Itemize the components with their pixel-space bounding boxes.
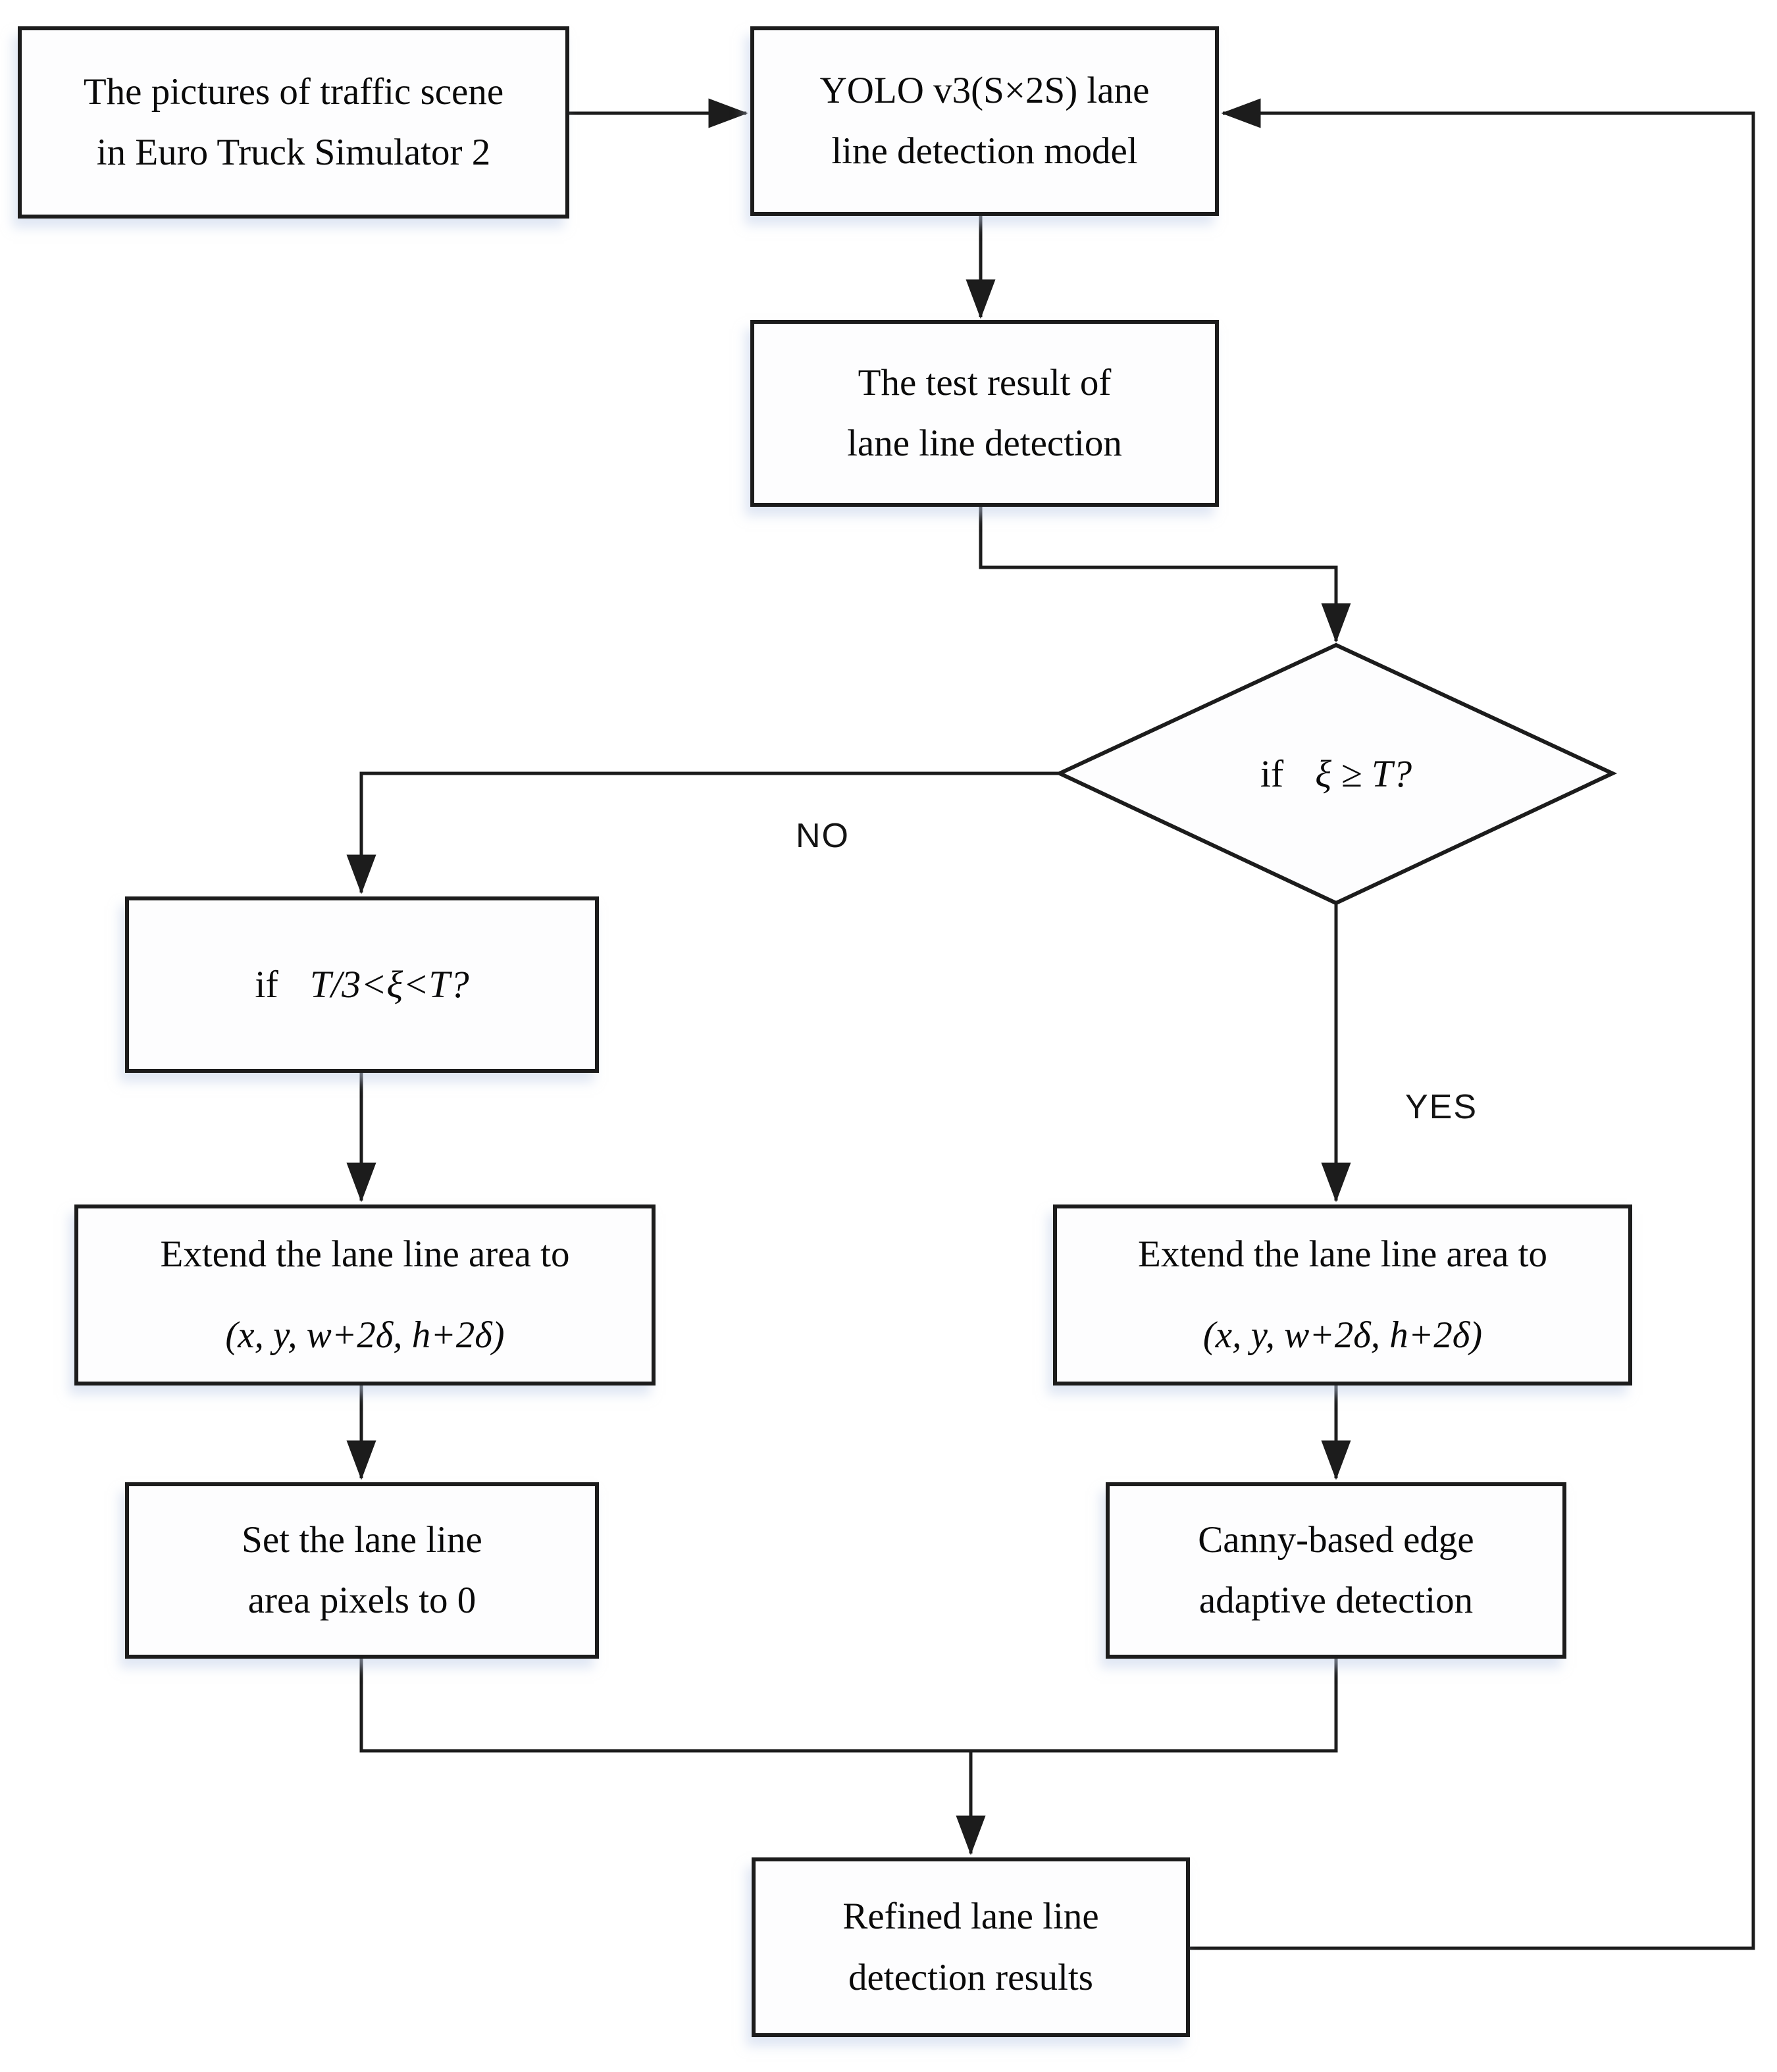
node-label-line: Extend the lane line area to: [1138, 1233, 1547, 1275]
edge-merge-rail: [359, 1659, 1338, 1753]
node-label-line: The pictures of traffic scene: [83, 70, 504, 113]
node-label-line: Refined lane line: [842, 1896, 1099, 1938]
node-label-line: YOLO v3(S×2S) lane: [819, 69, 1150, 111]
condition-expression: T/3<ξ<T?: [309, 963, 469, 1006]
node-decision-label: if ξ ≥ T?: [1119, 724, 1553, 823]
node-label-line: area pixels to 0: [247, 1580, 476, 1621]
node-label-line: Set the lane line: [242, 1518, 482, 1561]
node-set-pixels-zero: Set the lane line area pixels to 0: [125, 1482, 599, 1659]
node-extend-area-left: Extend the lane line area to (x, y, w+2δ…: [74, 1204, 656, 1386]
edge-refined-feedback-to-yolo: [1190, 98, 1755, 1950]
decision-diamond-shape: [1054, 642, 1618, 906]
node-label-line: Canny-based edge: [1198, 1518, 1474, 1561]
node-label-formula: (x, y, w+2δ, h+2δ): [225, 1314, 505, 1356]
node-canny-detection: Canny-based edge adaptive detection: [1106, 1482, 1566, 1659]
edge-label-no: NO: [796, 817, 850, 855]
decision-keyword: if: [1260, 752, 1284, 795]
node-label-line: in Euro Truck Simulator 2: [96, 132, 491, 173]
edge-label-yes: YES: [1404, 1088, 1478, 1126]
node-label-formula: (x, y, w+2δ, h+2δ): [1202, 1314, 1483, 1356]
node-test-result: The test result of lane line detection: [750, 320, 1219, 507]
condition-keyword: if: [255, 963, 278, 1006]
node-label-line: detection results: [848, 1956, 1093, 1998]
node-label-line: adaptive detection: [1198, 1580, 1474, 1621]
edge-decision-no-to-condition: [346, 771, 1060, 894]
edge-test-to-decision: [979, 507, 1351, 643]
node-yolo-model: YOLO v3(S×2S) lane line detection model: [750, 26, 1219, 216]
node-label-line: line detection model: [831, 130, 1138, 172]
node-extend-area-right: Extend the lane line area to (x, y, w+2δ…: [1053, 1204, 1632, 1386]
node-condition: if T/3<ξ<T?: [125, 896, 599, 1073]
decision-expression: ξ ≥ T?: [1315, 752, 1412, 795]
node-label-line: lane line detection: [847, 423, 1122, 464]
node-traffic-pictures: The pictures of traffic scene in Euro Tr…: [18, 26, 569, 219]
node-label-line: The test result of: [858, 361, 1112, 403]
node-refined-results: Refined lane line detection results: [752, 1857, 1190, 2037]
node-label-line: Extend the lane line area to: [160, 1233, 570, 1275]
